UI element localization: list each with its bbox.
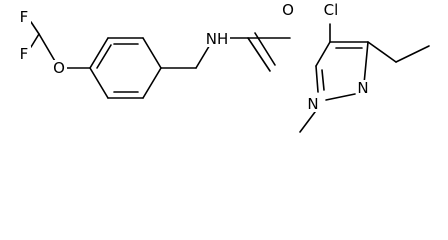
atom-oxygen-ether: O [53, 59, 65, 77]
bond-n1-c5-double [321, 69, 325, 91]
bond-c3-n2 [363, 41, 369, 85]
bond-n1-c5 [315, 65, 319, 93]
atom-bg-o-carbonyl [280, 2, 296, 18]
bond-chf2-f-top [30, 21, 40, 35]
bond-layer [30, 21, 430, 133]
atom-oxygen-carbonyl: O [282, 1, 294, 19]
atom-pyrazole-n2: N [357, 79, 368, 97]
bond-c3-ethyl-1 [367, 41, 397, 63]
atom-bg-n2 [356, 80, 370, 96]
atom-bg-n1 [306, 96, 320, 112]
atom-chlorine: Cl [324, 1, 339, 19]
bond-n1-methyl [299, 111, 316, 133]
atom-bg-o-ether [51, 60, 67, 76]
atom-amide-nh: NH [206, 30, 229, 48]
bond-chf2-f-bottom [30, 33, 40, 48]
bond-ring-6 [89, 67, 109, 99]
bond-ring-double-3 [96, 44, 112, 69]
bond-ethyl-2 [395, 45, 430, 63]
atom-fluorine-bottom: F [20, 45, 29, 63]
bond-c5-c4 [315, 41, 331, 67]
atom-bg-cl [319, 2, 343, 18]
atom-bg-nh [204, 31, 230, 47]
atom-pyrazole-n1: N [307, 95, 318, 113]
atom-label-layer: F F O NH O Cl N N [17, 1, 370, 113]
atom-fluorine-top: F [20, 8, 29, 26]
bond-ring-1 [89, 37, 109, 69]
atom-bg-f-top [17, 9, 31, 25]
bond-carbonyl-c-o [247, 37, 271, 72]
bond-ring-3 [142, 37, 162, 69]
chemical-structure-diagram: F F O NH O Cl N N [17, 1, 430, 133]
bond-ring-4 [142, 67, 162, 99]
atom-bg-f-bottom [17, 46, 31, 62]
bond-n2-n1 [325, 93, 356, 101]
